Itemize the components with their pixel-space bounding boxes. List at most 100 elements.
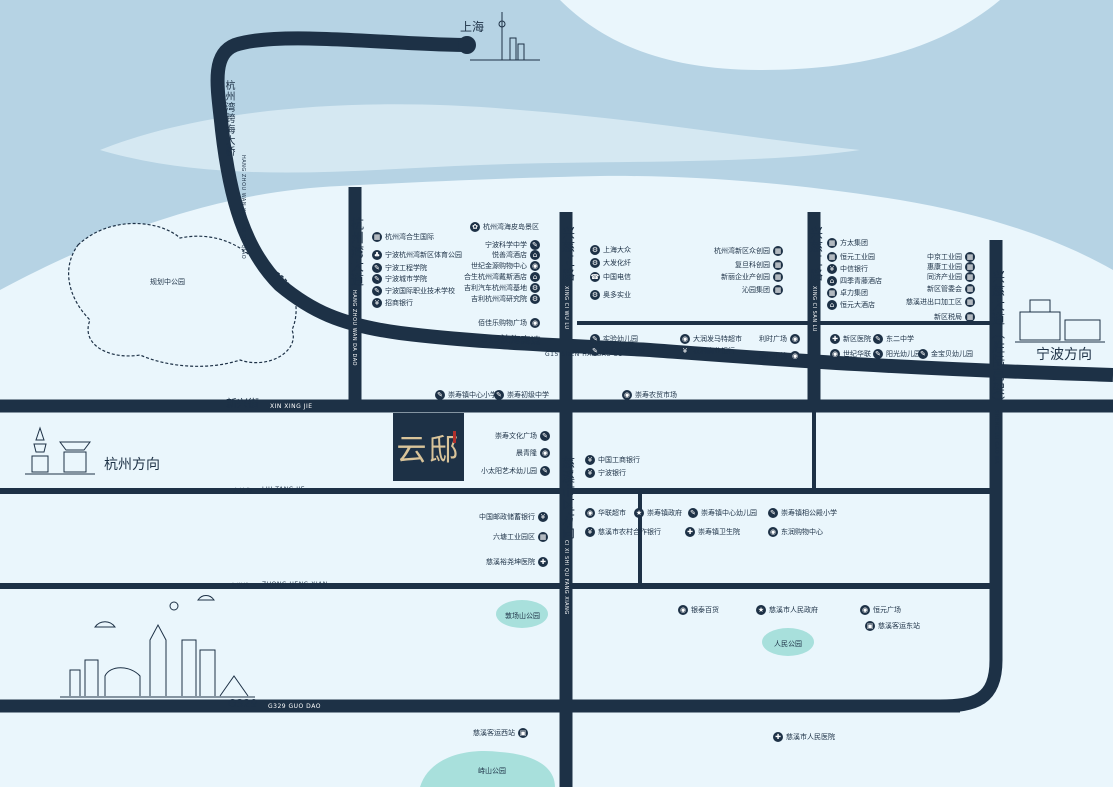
label-zhongheng: 中横线 [230,583,250,590]
shanghai-skyline [470,12,540,61]
factory-icon: ⚙ [590,245,600,255]
river-bank [100,104,860,173]
school-icon: ✎ [768,508,778,518]
building-icon: ▦ [965,252,975,262]
poi-item: ▣慈溪客运东站 [865,621,920,631]
shopping-icon: ◉ [622,390,632,400]
poi-item: ✎宁波工程学院 [372,263,427,273]
bank-icon: ¥ [585,468,595,478]
shopping-icon: ◉ [860,605,870,615]
ningbo-building [1015,299,1105,343]
poi-label: 崇寿农贸市场 [635,390,677,399]
poi-item: ✎南东实验学校 [590,346,645,356]
building-icon: ▦ [773,285,783,295]
poi-label: 崇寿镇中心幼儿园 [701,508,757,517]
poi-label: 杭州湾海皮岛景区 [483,222,539,231]
poi-label: 慈溪市人民医院 [786,732,835,741]
poi-label: 利时广场 [759,334,787,343]
label-liutang: 六塘街 [233,488,253,495]
hangzhou-pagoda [25,426,95,475]
poi-item: ▦六塘工业园区 [493,532,548,542]
label-zhongheng-pinyin: ZHONG HENG XIAN [262,581,328,588]
poi-item: ⚙吉利汽车杭州湾基地 [464,283,540,293]
poi-item: ★崇寿镇政府 [634,508,682,518]
park-icon: ♣ [372,250,382,260]
building-icon: ▦ [965,262,975,272]
school-icon: ✎ [590,334,600,344]
poi-item: ▦惠康工业园 [927,262,975,272]
label-g15-pinyin: G15 SHEN HAI GAO SU [545,351,623,358]
river-island [560,0,1000,70]
poi-label: 南洋小镇 [759,351,787,360]
park-xiashan-label: 峙山公园 [478,767,506,775]
shopping-icon: ◉ [530,261,540,271]
poi-item: ¥宁波银行 [585,468,626,478]
poi-item: ¥中国邮政储蓄银行 [479,512,548,522]
poi-item: ▦同济产业园 [927,272,975,282]
poi-item: ✎崇寿镇相公殿小学 [768,508,837,518]
poi-label: 上海大众 [603,245,631,254]
poi-item: ✎宁波科学中学 [485,240,540,250]
poi-label: 新区税局 [934,312,962,321]
direction-ningbo: 宁波方向 [1036,347,1092,363]
poi-item: ▦新丽企业产创园 [721,272,783,282]
logo-seal [453,431,456,443]
label-xingci-5: 兴慈五路 [559,226,574,282]
poi-item: ⌂恒元大酒店 [827,300,875,310]
label-hangzhou-bay-bridge-pinyin: HANG ZHOU WAN KUA HAI DA QIAO [240,155,246,260]
telecom-icon: ☎ [590,272,600,282]
building-icon: ▦ [965,272,975,282]
poi-item: ⌂合生杭州湾戴斯酒店 [464,272,540,282]
poi-label: 中国邮政储蓄银行 [479,512,535,521]
poi-label: 金宝贝幼儿园 [931,349,973,358]
building-icon: ▦ [827,238,837,248]
poi-label: 晨青隆 [516,448,537,457]
hospital-icon: ✚ [773,732,783,742]
bank-icon: ¥ [538,512,548,522]
poi-item: ◉东润购物中心 [768,527,823,537]
poi-item: ◉世纪金源购物中心 [471,261,540,271]
poi-label: 宁波杭州湾新区体育公园 [385,250,462,259]
park-duntai-label: 敦场山公园 [505,612,540,620]
poi-label: 吉利杭州湾研究院 [471,294,527,303]
label-xinxing: 新兴街 [226,397,259,410]
hospital-icon: ✚ [685,527,695,537]
poi-label: 中京工业园 [927,252,962,261]
building-icon: ▦ [965,312,975,322]
school-icon: ✎ [494,390,504,400]
project-logo: 云邸 [393,413,464,481]
school-icon: ✎ [372,263,382,273]
poi-item: ✚新区医院 [830,334,871,344]
poi-item: ▦新区税局 [934,312,975,322]
label-xingci-3-pinyin: XING CI SAN LU [811,286,817,332]
poi-item: ✿杭州湾海皮岛景区 [470,222,539,232]
poi-item: ◉世纪华联 [830,349,871,359]
poi-label: 新区医院 [843,334,871,343]
bus-icon: ▣ [865,621,875,631]
direction-hangzhou: 杭州方向 [104,457,160,473]
bank-icon: ¥ [680,346,690,356]
project-logo-text: 云邸 [396,433,461,468]
poi-label: 慈溪客运东站 [878,621,920,630]
poi-item: ⚙奥多实业 [590,290,631,300]
poi-item: ✎宁波城市学院 [372,274,427,284]
park-people-label: 人民公园 [774,640,802,648]
poi-label: 沁园集团 [742,285,770,294]
building-icon: ▦ [538,532,548,542]
poi-label: 六塘工业园区 [493,532,535,541]
label-xingci-5-pinyin: XING CI WU LU [563,286,569,330]
school-icon: ✎ [873,334,883,344]
poi-label: 中国工商银行 [598,455,640,464]
poi-item: ▦杭州湾合生国际 [372,232,434,242]
poi-item: ✎崇寿镇中心小学 [435,390,497,400]
poi-item: ⚙吉利杭州湾研究院 [471,294,540,304]
poi-label: 恒元广场 [873,605,901,614]
poi-label: 崇寿镇中心小学 [448,390,497,399]
park-central-label: 规划中公园 [150,278,185,286]
poi-item: ◉恒元广场 [860,605,901,615]
school-icon: ✎ [873,349,883,359]
poi-item: ▦慈溪进出口加工区 [906,297,975,307]
poi-item: ★慈溪市人民政府 [756,605,818,615]
poi-item: ◉大润发马特超市 [680,334,742,344]
